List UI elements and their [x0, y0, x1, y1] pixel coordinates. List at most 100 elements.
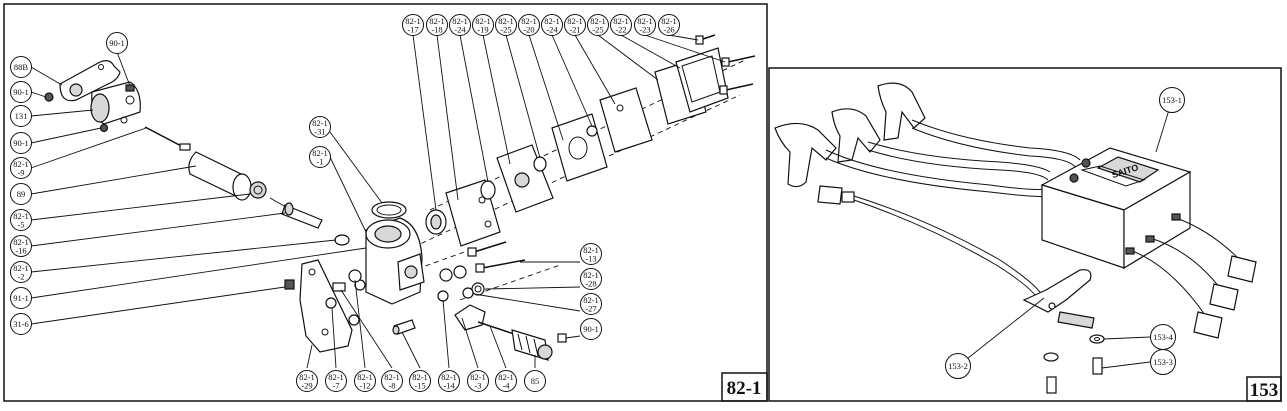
callout-circle	[325, 370, 347, 392]
callout-text: -4	[502, 380, 510, 390]
screw-82-1-13	[475, 259, 526, 273]
panel-82-1-tag-box	[721, 372, 768, 402]
callout-circle	[10, 56, 32, 78]
callout-circle	[541, 14, 563, 36]
callout-text: -8	[388, 380, 395, 390]
output-connectors	[1125, 213, 1257, 339]
fitting-82-1-15	[392, 319, 416, 335]
panel-153-frame	[768, 67, 1282, 402]
panel-153: 153 SAITO	[768, 67, 1282, 402]
gasket-82-1-25	[551, 113, 608, 182]
callout-text: 82-1	[452, 16, 468, 26]
callout-text: -3	[474, 380, 481, 390]
callout-circle	[449, 14, 471, 36]
callout-circle	[409, 370, 431, 392]
callout-text: 82-1	[328, 372, 344, 382]
callout-text: -16	[15, 245, 26, 255]
nipple-82-1-14	[437, 265, 467, 302]
callout-text: -26	[663, 24, 674, 34]
callout-text: 89	[17, 189, 26, 199]
callout-b12: 82-1-12	[354, 370, 376, 392]
leader-lines-left	[30, 66, 367, 325]
callout-circle	[1159, 87, 1185, 113]
panel-82-1-tag: 82-1	[727, 378, 762, 399]
callout-t23: 82-1-23	[634, 14, 656, 36]
bolt-82-1-8	[332, 282, 346, 292]
callout-text: 82-1	[583, 270, 599, 280]
callout-text: 82-1	[567, 16, 583, 26]
screws-82-1-23	[719, 55, 756, 95]
bracket-part-82-1-29	[299, 259, 353, 353]
callout-t24b: 82-1-24	[541, 14, 563, 36]
callout-circle	[658, 14, 680, 36]
callout-text: 31-6	[13, 319, 29, 329]
callout-b15: 82-1-15	[409, 370, 431, 392]
callout-t25b: 82-1-25	[587, 14, 609, 36]
callout-text: -20	[523, 24, 534, 34]
callout-b85: 85	[524, 370, 546, 392]
set-screw-90-1-b	[99, 123, 109, 133]
callout-text: 90-1	[583, 324, 599, 334]
callout-circle	[10, 81, 32, 103]
callout-circle	[1150, 349, 1176, 375]
screw-153-3	[1046, 357, 1103, 394]
callout-text: 82-1	[544, 16, 560, 26]
callout-circle	[10, 235, 32, 257]
callout-text: 82-1	[498, 372, 514, 382]
callout-circle	[10, 313, 32, 335]
ignition-leads	[825, 119, 1081, 197]
callout-p82-1-31: 82-1-31	[309, 116, 331, 138]
callout-text: -25	[592, 24, 603, 34]
callout-circle	[309, 146, 331, 168]
callout-text: 82-1	[637, 16, 653, 26]
set-screw-90-1-top	[116, 51, 135, 92]
callout-t18: 82-1-18	[426, 14, 448, 36]
washer-153-4	[1043, 334, 1105, 362]
panel-82-1-frame	[3, 3, 768, 402]
callout-text: 82-1	[590, 16, 606, 26]
callout-circle	[945, 353, 971, 379]
callout-text: -29	[301, 380, 312, 390]
callout-circle	[610, 14, 632, 36]
callout-p82-1-16: 82-1-16	[10, 235, 32, 257]
ignition-module-153-1: SAITO	[1040, 147, 1192, 270]
callout-t20: 82-1-20	[518, 14, 540, 36]
callout-text: -12	[359, 380, 370, 390]
spark-plug-caps	[774, 82, 926, 188]
carburetor-body-part-82-1-1	[354, 217, 425, 305]
callout-circle	[296, 370, 318, 392]
screw-31-6	[284, 279, 295, 290]
callout-p88b: 88B	[10, 56, 32, 78]
callout-q153-4: 153-4	[1150, 324, 1176, 350]
callout-p31-6: 31-6	[10, 313, 32, 335]
callout-text: 90-1	[13, 87, 29, 97]
callout-text: 90-1	[109, 38, 125, 48]
callout-text: -24	[546, 24, 558, 34]
callout-text: -17	[407, 24, 418, 34]
callout-b3: 82-1-3	[467, 370, 489, 392]
throttle-arm-part-88b	[59, 60, 121, 102]
callout-r90-1: 90-1	[580, 318, 602, 340]
clip-82-1-3	[454, 304, 486, 331]
callout-text: 82-1	[661, 16, 677, 26]
screw-82-1-26	[695, 34, 716, 45]
callout-circle	[10, 261, 32, 283]
callout-circle	[438, 370, 460, 392]
callout-b8: 82-1-8	[381, 370, 403, 392]
leader-lines-middle	[329, 131, 383, 233]
carb-barrel-part-89	[188, 151, 267, 201]
gasket-ring-82-1-31	[371, 201, 407, 219]
callout-text: 82-1	[13, 211, 29, 221]
callout-p91-1: 91-1	[10, 287, 32, 309]
diaphragm-82-1-24	[480, 180, 496, 200]
callout-b7: 82-1-7	[325, 370, 347, 392]
set-screw-90-1-r	[557, 333, 567, 343]
callout-r28: 82-1-28	[580, 268, 602, 290]
callout-text: -7	[332, 380, 339, 390]
callout-circle	[580, 318, 602, 340]
callout-t17: 82-1-17	[402, 14, 424, 36]
needle-holder-85	[511, 329, 553, 361]
panel-82-1: 82-1	[3, 3, 768, 402]
callout-t26: 82-1-26	[658, 14, 680, 36]
